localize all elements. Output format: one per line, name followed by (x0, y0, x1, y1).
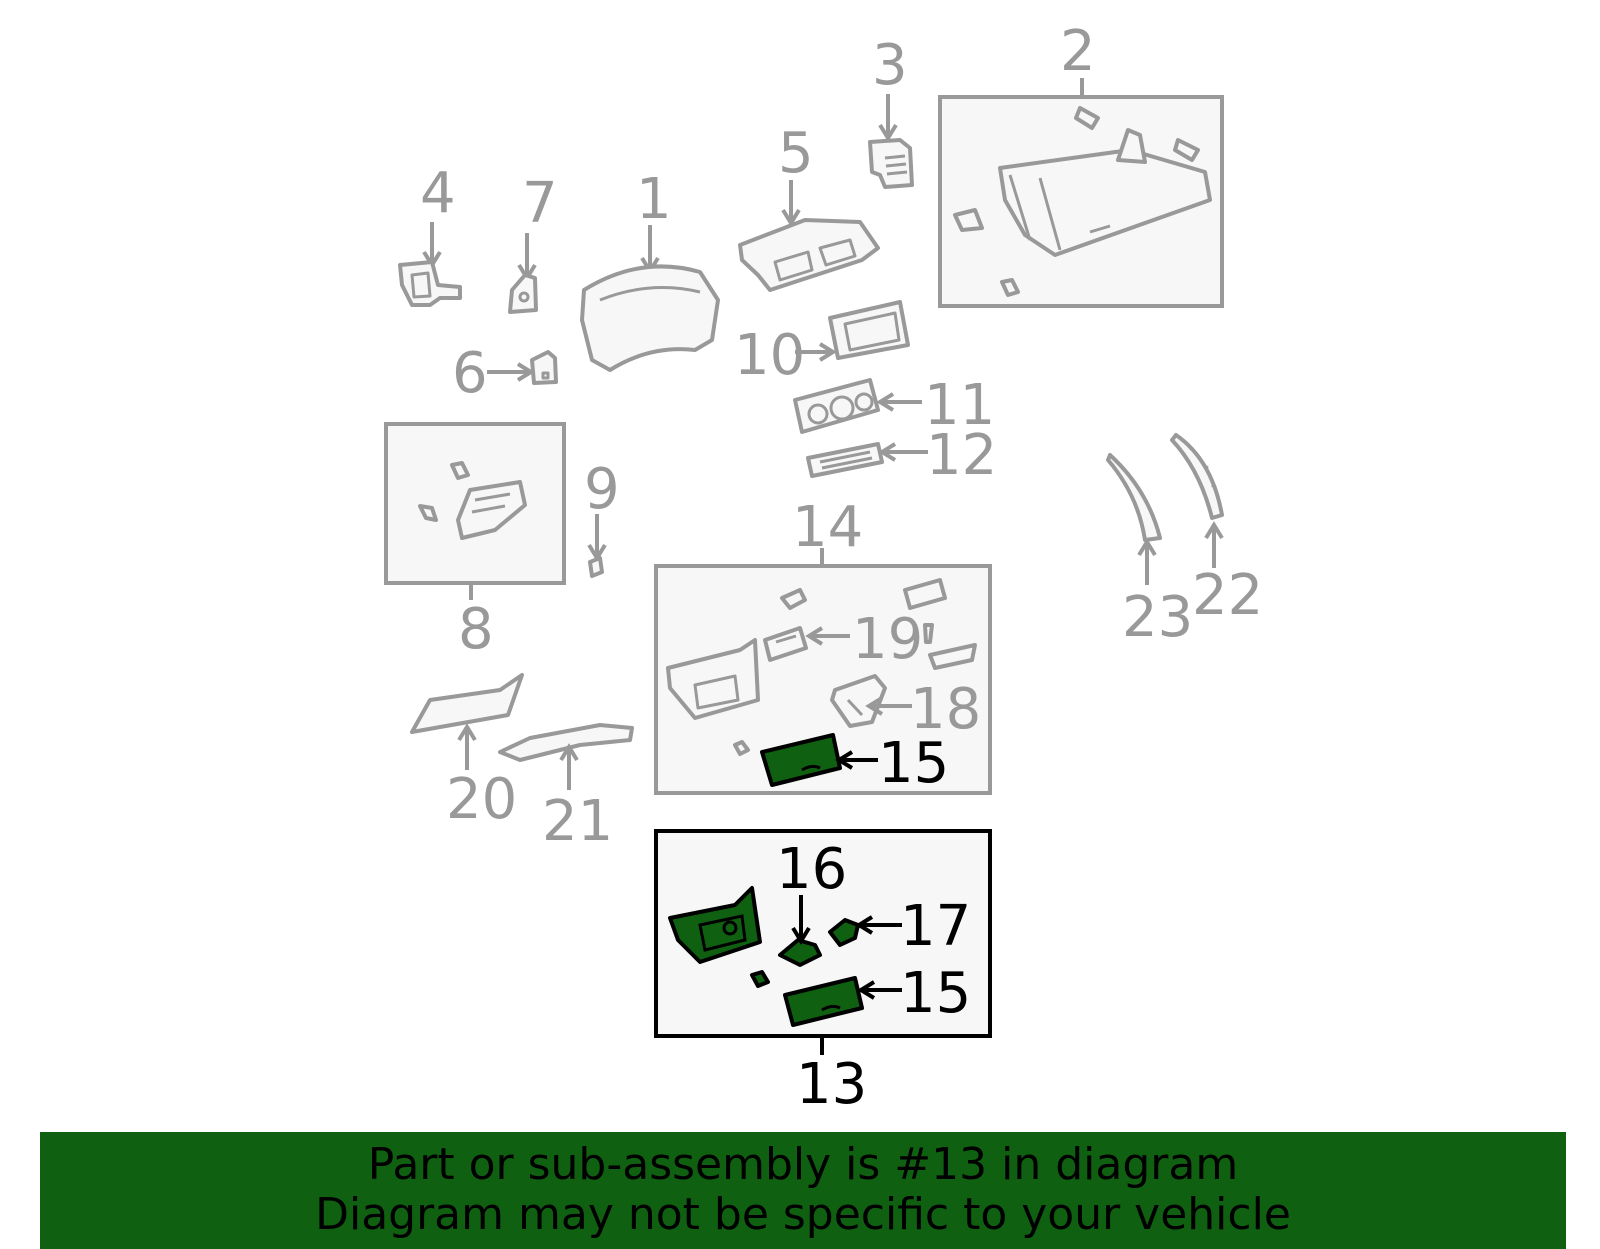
part-17-socket[interactable] (828, 918, 860, 947)
callout-22: 22 (1192, 563, 1263, 628)
part-5-center-panel[interactable] (738, 218, 880, 292)
banner-line-2: Diagram may not be specific to your vehi… (315, 1189, 1291, 1240)
callout-2: 2 (1060, 19, 1096, 84)
part-15-cup-holder-upper[interactable] (760, 733, 842, 787)
part-22-garnish[interactable] (1170, 433, 1224, 520)
callout-4: 4 (420, 161, 456, 226)
part-12-switch-panel[interactable] (806, 442, 884, 478)
part-6-clip[interactable] (530, 350, 558, 385)
callout-6: 6 (452, 341, 488, 406)
callout-10: 10 (734, 323, 805, 388)
callout-1: 1 (636, 167, 672, 232)
callout-5: 5 (778, 121, 814, 186)
callout-18: 18 (910, 677, 981, 742)
part-screw[interactable] (750, 970, 770, 988)
part-8-bracket-assembly[interactable] (418, 461, 527, 540)
callout-12: 12 (926, 423, 997, 488)
callout-14: 14 (792, 495, 863, 560)
part-15-cup-holder-lower[interactable] (783, 976, 864, 1027)
part-10-display[interactable] (828, 300, 910, 360)
callout-19: 19 (852, 607, 923, 672)
callout-21: 21 (542, 789, 613, 854)
callout-16: 16 (776, 837, 847, 902)
callout-15-upper: 15 (878, 731, 949, 796)
part-1-cluster-bezel[interactable] (580, 264, 720, 372)
part-4-switch[interactable] (398, 260, 462, 307)
callout-20: 20 (446, 767, 517, 832)
banner-line-1: Part or sub-assembly is #13 in diagram (367, 1139, 1239, 1190)
part-19-bezel[interactable] (763, 626, 808, 662)
callout-9: 9 (584, 457, 620, 522)
part-3-vent[interactable] (868, 138, 914, 189)
callout-13: 13 (796, 1052, 867, 1117)
part-13-console-box[interactable] (668, 886, 762, 964)
callout-7: 7 (522, 171, 558, 236)
part-14-console-assembly[interactable] (666, 578, 977, 756)
part-18-bracket[interactable] (830, 674, 887, 728)
part-11-climate-control[interactable] (793, 378, 880, 434)
part-23-garnish[interactable] (1106, 453, 1162, 542)
part-2-airbag-module[interactable] (953, 106, 1212, 297)
callout-23: 23 (1122, 585, 1193, 650)
part-16-bulb[interactable] (778, 938, 822, 967)
callout-11: 11 (924, 373, 995, 438)
part-7-bracket[interactable] (508, 273, 538, 314)
callout-17: 17 (900, 894, 971, 959)
part-21-trim-long[interactable] (498, 723, 634, 762)
part-20-trim[interactable] (410, 673, 524, 734)
info-banner: Part or sub-assembly is #13 in diagram D… (40, 1132, 1566, 1249)
callout-8: 8 (458, 597, 494, 662)
callout-15-lower: 15 (900, 961, 971, 1026)
part-9-clip[interactable] (588, 556, 604, 578)
callout-3: 3 (872, 33, 908, 98)
